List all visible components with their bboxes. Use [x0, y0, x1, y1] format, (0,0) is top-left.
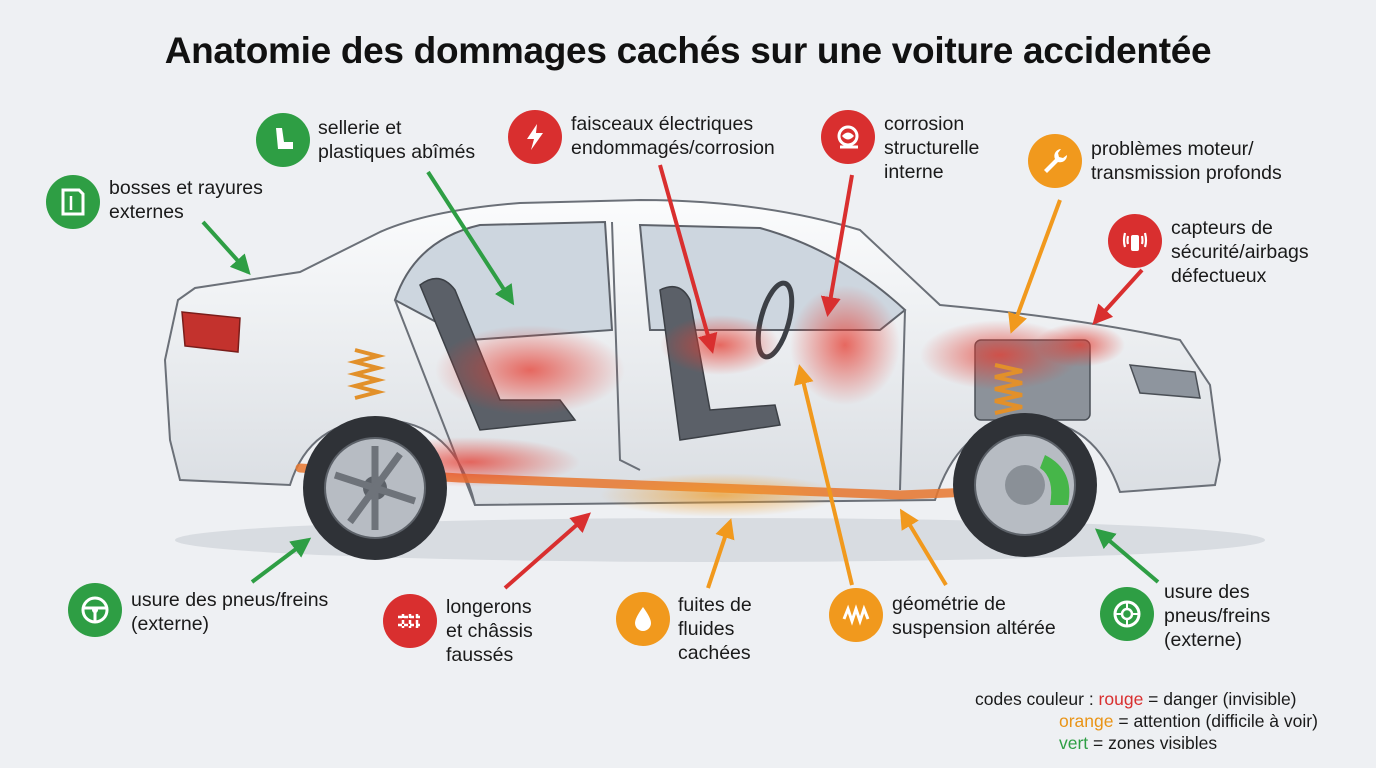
page-title: Anatomie des dommages cachés sur une voi…	[164, 30, 1212, 71]
callout-fuites-label: fuites de fluides cachées	[678, 594, 752, 664]
callout-moteur-label: problèmes moteur/ transmission profonds	[1091, 138, 1282, 184]
legend-green-word: vert	[1059, 733, 1089, 753]
fluid-drop-icon	[616, 592, 670, 646]
legend-orange-word: orange	[1059, 711, 1114, 731]
legend-orange-text: = attention (difficile à voir)	[1113, 711, 1318, 731]
callout-geometrie-label: géométrie de suspension altérée	[892, 593, 1056, 639]
suspension-spring-icon	[829, 588, 883, 642]
callout-pneus-gauche-label: usure des pneus/freins (externe)	[131, 589, 329, 635]
suspension-springs	[347, 348, 1023, 415]
rear-wheel	[303, 416, 447, 560]
callout-arrows	[201, 164, 1160, 590]
callout-capteurs-label: capteurs de sécurité/airbags défectueux	[1171, 217, 1309, 287]
damage-highlights	[360, 285, 1125, 517]
rust-corrosion-icon	[821, 110, 875, 164]
lightning-bolt-icon	[508, 110, 562, 164]
callout-sellerie-label: sellerie et plastiques abîmés	[318, 117, 476, 163]
legend-row-green: vert = zones visibles	[975, 732, 1318, 754]
legend-row-red: codes couleur : rouge = danger (invisibl…	[975, 688, 1318, 710]
front-wheel	[953, 413, 1097, 557]
legend-red-text: = danger (invisible)	[1143, 689, 1297, 709]
legend-prefix: codes couleur :	[975, 689, 1099, 709]
callout-pneus-droite-label: usure des pneus/freins (externe)	[1164, 581, 1271, 651]
steering-wheel-icon	[68, 583, 122, 637]
callout-longerons-label: longerons et châssis faussés	[446, 596, 533, 666]
car-seat-icon	[256, 113, 310, 167]
legend-row-orange: orange = attention (difficile à voir)	[975, 710, 1318, 732]
wheel-icon	[1100, 587, 1154, 641]
airbag-sensor-icon	[1108, 214, 1162, 268]
callout-faisceaux-label: faisceaux électriques endommagés/corrosi…	[571, 113, 775, 159]
bent-frame-icon	[383, 594, 437, 648]
wrench-icon	[1028, 134, 1082, 188]
door-panel-icon	[46, 175, 100, 229]
legend-green-text: = zones visibles	[1088, 733, 1218, 753]
color-legend: codes couleur : rouge = danger (invisibl…	[975, 688, 1318, 754]
legend-red-word: rouge	[1098, 689, 1144, 709]
callout-corrosion-label: corrosion structurelle interne	[884, 113, 980, 183]
callout-bosses-label: bosses et rayures externes	[109, 177, 263, 223]
